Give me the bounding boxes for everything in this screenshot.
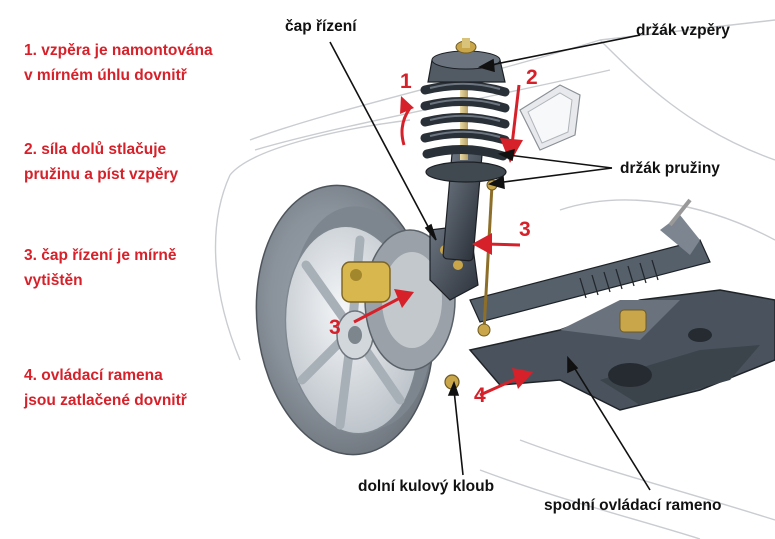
- label-spring-mount: držák pružiny: [620, 160, 720, 177]
- label-kingpin: čap řízení: [285, 18, 357, 35]
- note-3-line-1: 3. čap řízení je mírně: [24, 247, 177, 264]
- note-3: 3. čap řízení je mírně vytištěn: [24, 243, 176, 293]
- spring-highlight: [429, 82, 501, 138]
- marker-3-knuckle: 3: [519, 218, 531, 241]
- spring-seat: [425, 161, 507, 183]
- note-1-line-2: v mírném úhlu dovnitř: [24, 67, 187, 84]
- note-1: 1. vzpěra je namontována v mírném úhlu d…: [24, 38, 213, 88]
- sway-bar-link: [477, 179, 498, 337]
- side-mirror: [519, 84, 581, 151]
- note-3-line-2: vytištěn: [24, 272, 83, 289]
- label-strut-mount: držák vzpěry: [636, 22, 730, 39]
- note-2: 2. síla dolů stlačuje pružinu a píst vzp…: [24, 137, 178, 187]
- marker-1: 1: [400, 70, 412, 93]
- note-2-line-2: pružinu a píst vzpěry: [24, 166, 179, 183]
- steering-rack: [469, 198, 711, 333]
- marker-4: 4: [474, 384, 486, 407]
- note-2-line-1: 2. síla dolů stlačuje: [24, 141, 167, 158]
- label-control-arm: spodní ovládací rameno: [544, 497, 722, 514]
- label-ball-joint: dolní kulový kloub: [358, 478, 495, 495]
- note-4-line-2: jsou zatlačené dovnitř: [24, 392, 187, 409]
- leader-lines: [329, 34, 651, 491]
- marker-2: 2: [526, 66, 538, 89]
- note-1-line-1: 1. vzpěra je namontována: [24, 42, 213, 59]
- note-4: 4. ovládací ramena jsou zatlačené dovnit…: [24, 363, 187, 413]
- marker-3-wheel: 3: [329, 316, 341, 339]
- note-4-line-1: 4. ovládací ramena: [24, 367, 163, 384]
